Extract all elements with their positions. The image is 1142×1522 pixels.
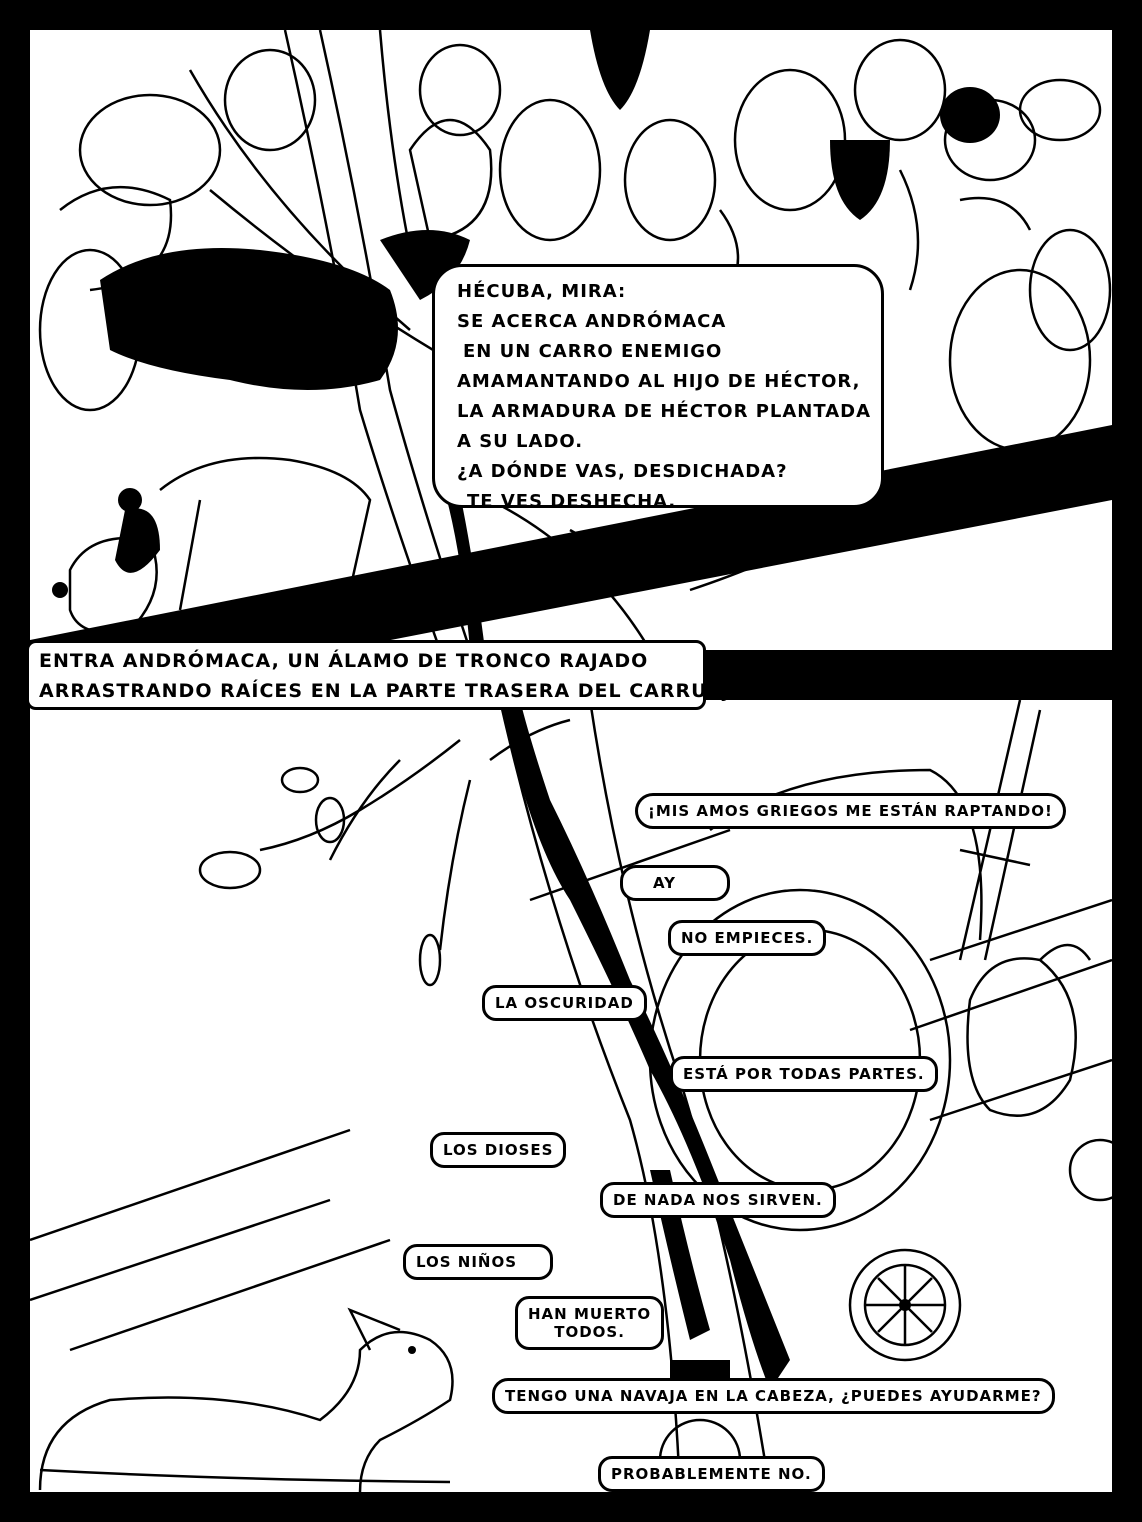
speech-text: HAN MUERTO (528, 1305, 652, 1323)
speech-text: LOS DIOSES (443, 1141, 554, 1159)
speech-line: TE VES DESHECHA. (467, 491, 677, 512)
bottom-panel: ¡MIS AMOS GRIEGOS ME ESTÁN RAPTANDO! AY … (30, 700, 1112, 1492)
speech-ay: AY (620, 865, 730, 901)
speech-text: TENGO UNA NAVAJA EN LA CABEZA, ¿PUEDES A… (505, 1387, 1042, 1405)
speech-no-empieces: NO EMPIECES. (668, 920, 827, 956)
narration-caption: ENTRA ANDRÓMACA, UN ÁLAMO DE TRONCO RAJA… (26, 640, 753, 710)
speech-text: PROBABLEMENTE NO. (611, 1465, 812, 1483)
speech-nada: DE NADA NOS SIRVEN. (600, 1182, 836, 1218)
caption-line: ARRASTRANDO RAÍCES EN LA PARTE TRASERA D… (39, 680, 753, 702)
speech-bubble-hecuba: HÉCUBA, MIRA: SE ACERCA ANDRÓMACA EN UN … (432, 264, 884, 512)
speech-text: DE NADA NOS SIRVEN. (613, 1191, 823, 1209)
speech-line: ¿A DÓNDE VAS, DESDICHADA? (457, 461, 788, 482)
speech-han-muerto: HAN MUERTO TODOS. (515, 1296, 665, 1350)
speech-text: TODOS. (554, 1323, 625, 1341)
speech-text: AY (653, 874, 677, 892)
speech-ninos: LOS NIÑOS (403, 1244, 553, 1280)
speech-line: LA ARMADURA DE HÉCTOR PLANTADA (457, 401, 872, 422)
speech-probablemente: PROBABLEMENTE NO. (598, 1456, 825, 1492)
speech-navaja: TENGO UNA NAVAJA EN LA CABEZA, ¿PUEDES A… (492, 1378, 1055, 1414)
speech-oscuridad: LA OSCURIDAD (482, 985, 647, 1021)
speech-todas-partes: ESTÁ POR TODAS PARTES. (670, 1056, 938, 1092)
speech-text: ¡MIS AMOS GRIEGOS ME ESTÁN RAPTANDO! (648, 802, 1053, 820)
speech-text: LA OSCURIDAD (495, 994, 634, 1012)
speech-line: SE ACERCA ANDRÓMACA (457, 311, 727, 332)
speech-raptando: ¡MIS AMOS GRIEGOS ME ESTÁN RAPTANDO! (635, 793, 1066, 829)
speech-text: NO EMPIECES. (681, 929, 814, 947)
caption-line: ENTRA ANDRÓMACA, UN ÁLAMO DE TRONCO RAJA… (39, 650, 649, 672)
speech-line: HÉCUBA, MIRA: (457, 281, 627, 302)
speech-line: AMAMANTANDO AL HIJO DE HÉCTOR, (457, 371, 861, 392)
speech-line: A SU LADO. (457, 431, 584, 452)
speech-line: EN UN CARRO ENEMIGO (463, 341, 723, 362)
speech-text: LOS NIÑOS (416, 1253, 518, 1271)
speech-dioses: LOS DIOSES (430, 1132, 567, 1168)
top-panel: HÉCUBA, MIRA: SE ACERCA ANDRÓMACA EN UN … (30, 30, 1112, 650)
speech-text: ESTÁ POR TODAS PARTES. (683, 1065, 925, 1083)
